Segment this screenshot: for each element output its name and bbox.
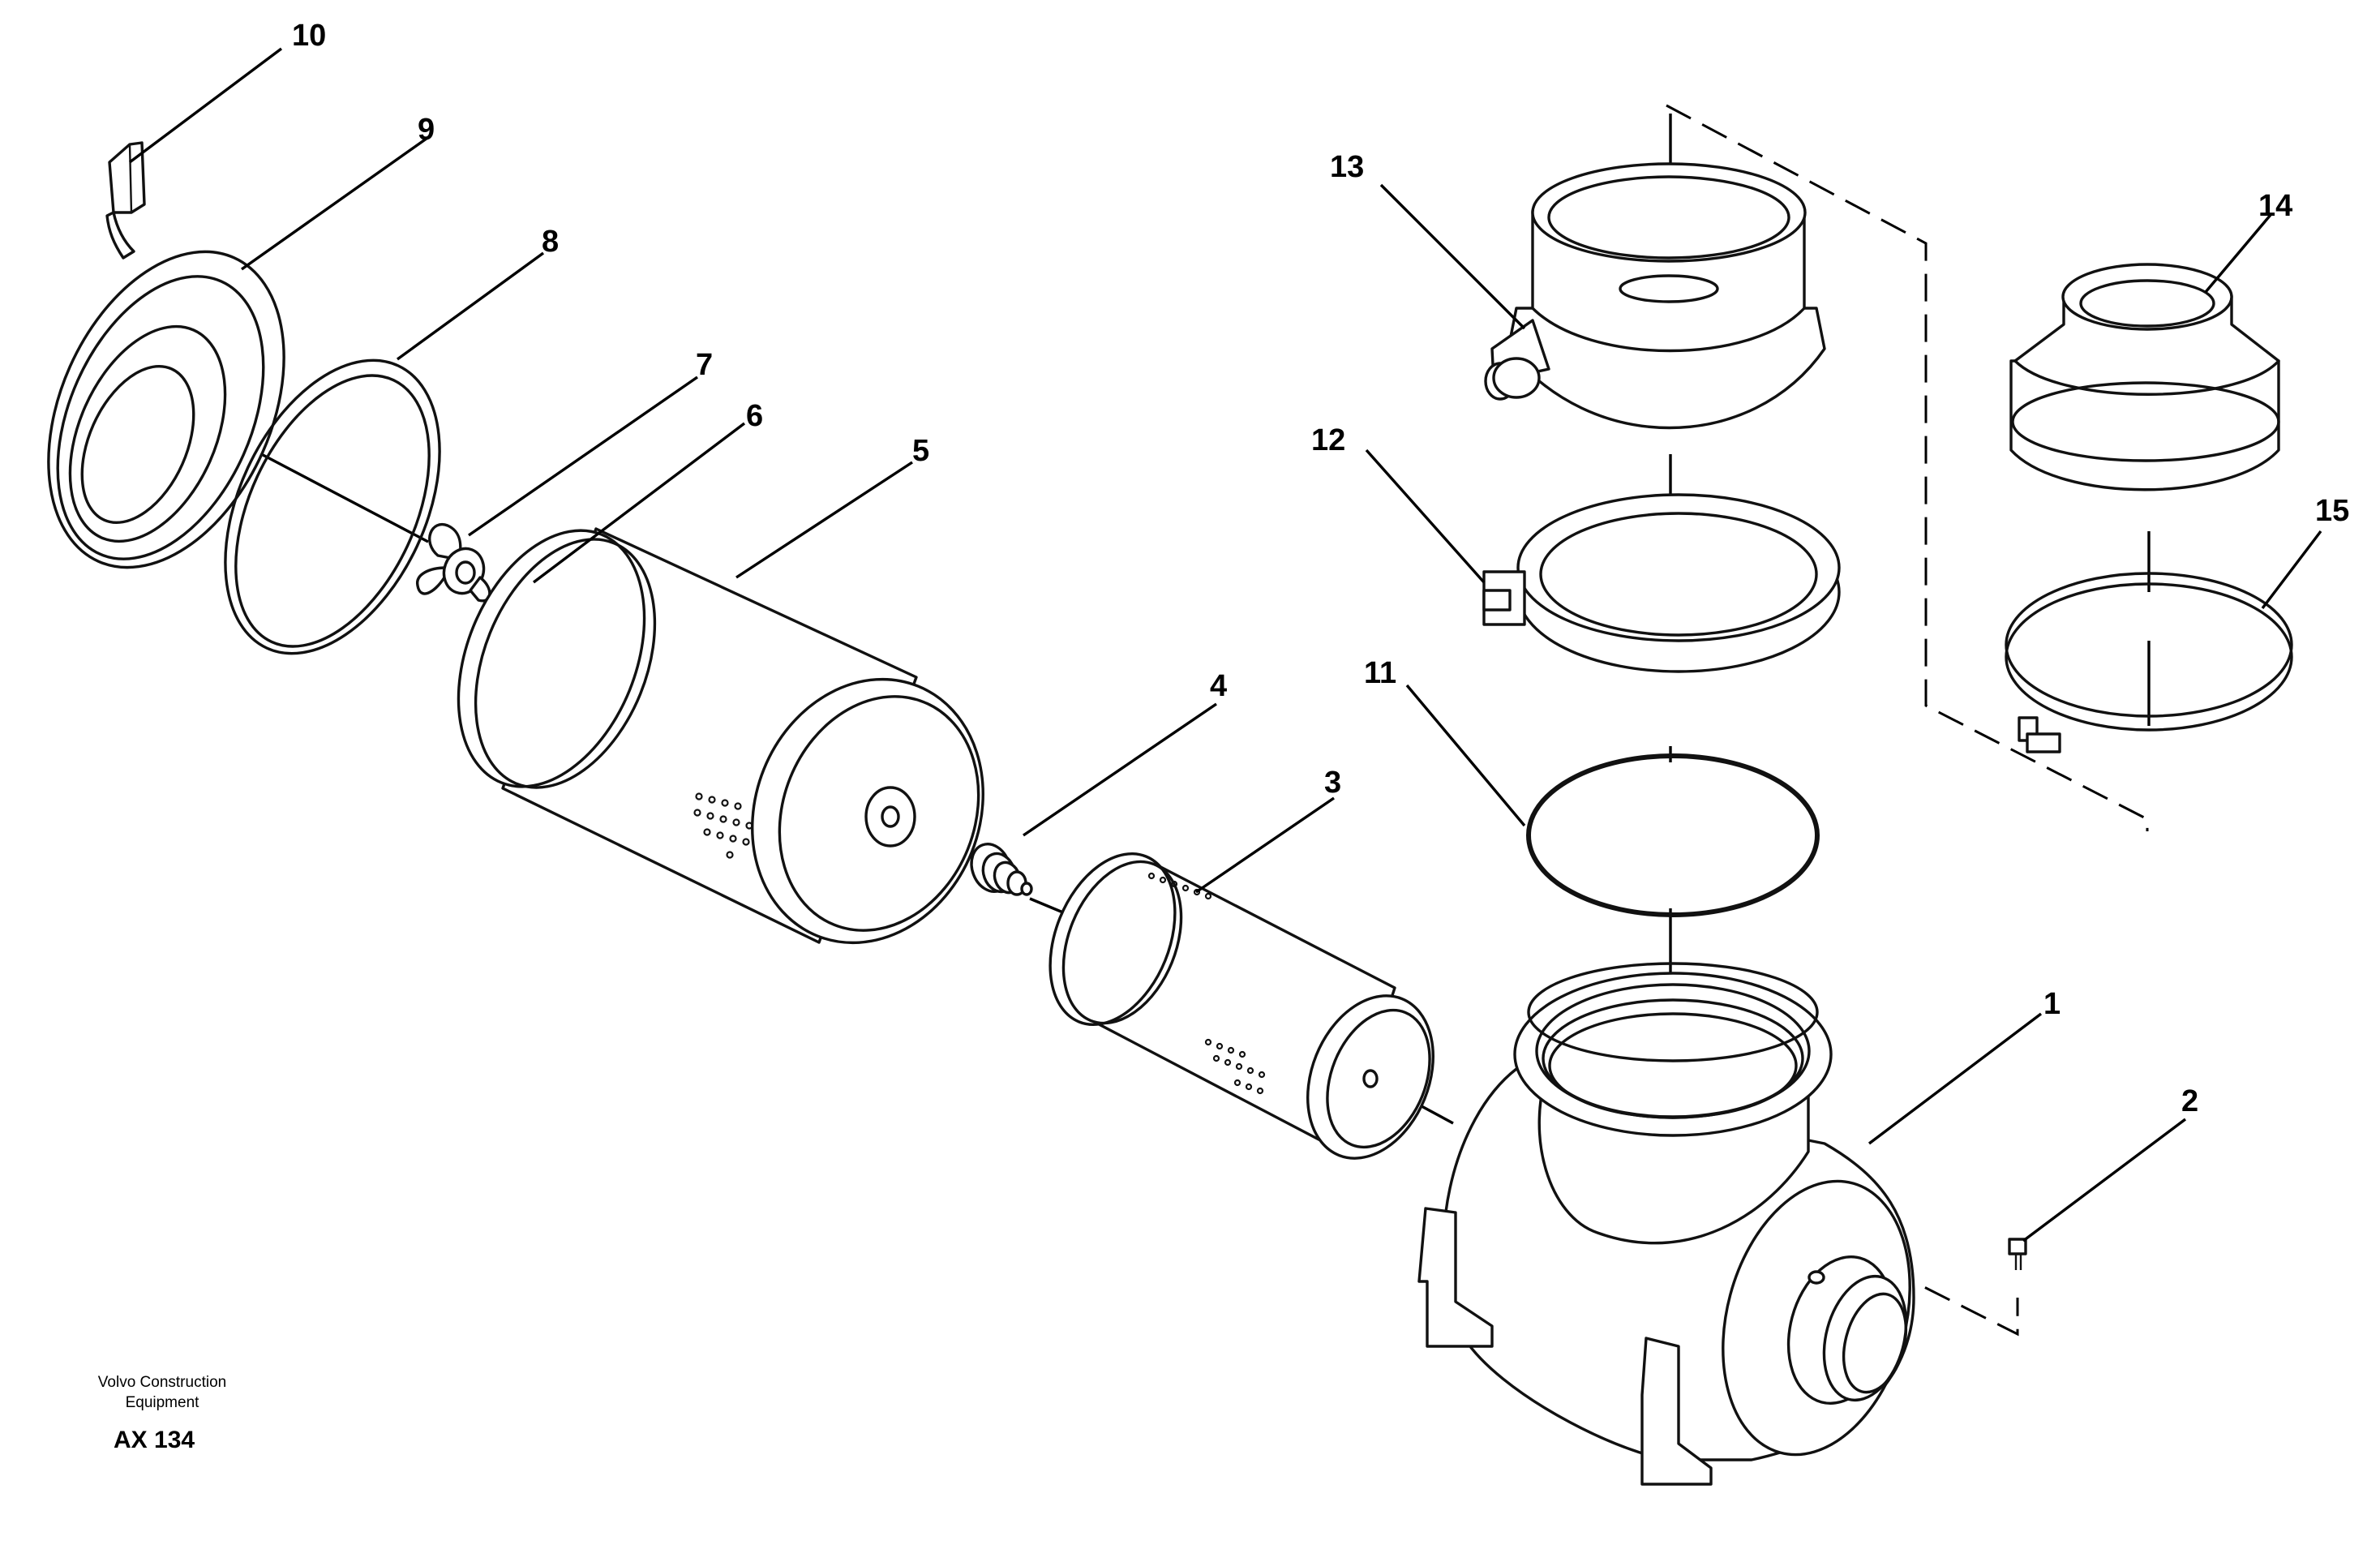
part-2-screw — [2008, 1238, 2027, 1270]
part-8-seal-ring — [224, 358, 441, 655]
dashed-reference-lines — [1666, 104, 2149, 1337]
callout-7: 7 — [696, 348, 713, 382]
callout-5: 5 — [912, 434, 929, 468]
callout-13: 13 — [1330, 150, 1364, 184]
perforation-holes — [693, 792, 753, 859]
callout-numbers: 10 9 8 7 6 5 4 3 1 2 11 12 13 14 15 — [292, 19, 2349, 1118]
callout-9: 9 — [418, 113, 435, 147]
callout-8: 8 — [542, 225, 559, 259]
drawing-code: AX 134 — [114, 1427, 195, 1453]
callout-4: 4 — [1210, 669, 1227, 703]
callout-3: 3 — [1324, 766, 1341, 800]
callout-12: 12 — [1311, 423, 1345, 457]
part-13-inlet-cap — [1484, 162, 1826, 430]
part-3-inner-filter — [1048, 852, 1434, 1160]
part-15-clamp-band — [2005, 572, 2293, 753]
callout-6: 6 — [746, 399, 763, 433]
callout-1: 1 — [2043, 987, 2061, 1021]
part-12-hose-clamp — [1482, 493, 1841, 673]
perforation-holes-small — [1147, 872, 1266, 1095]
part-1-housing — [1417, 962, 1915, 1486]
part-14-precleaner — [2009, 263, 2280, 491]
manufacturer-line-1: Volvo Construction — [98, 1374, 226, 1391]
footer: Volvo Construction Equipment AX 134 — [98, 1374, 226, 1453]
callout-11: 11 — [1364, 656, 1396, 690]
callout-14: 14 — [2258, 189, 2292, 223]
callout-15: 15 — [2315, 494, 2349, 528]
part-9-cover — [47, 250, 285, 569]
part-10-clip — [105, 141, 146, 260]
manufacturer-line-2: Equipment — [126, 1394, 200, 1411]
leader-lines — [128, 47, 2322, 1242]
part-11-o-ring — [1526, 753, 1820, 917]
callout-2: 2 — [2181, 1084, 2198, 1118]
part-7-wing-nut — [416, 522, 491, 603]
part-5-outer-filter — [457, 527, 984, 945]
part-4-indicator — [970, 843, 1033, 896]
callout-10: 10 — [292, 19, 326, 53]
